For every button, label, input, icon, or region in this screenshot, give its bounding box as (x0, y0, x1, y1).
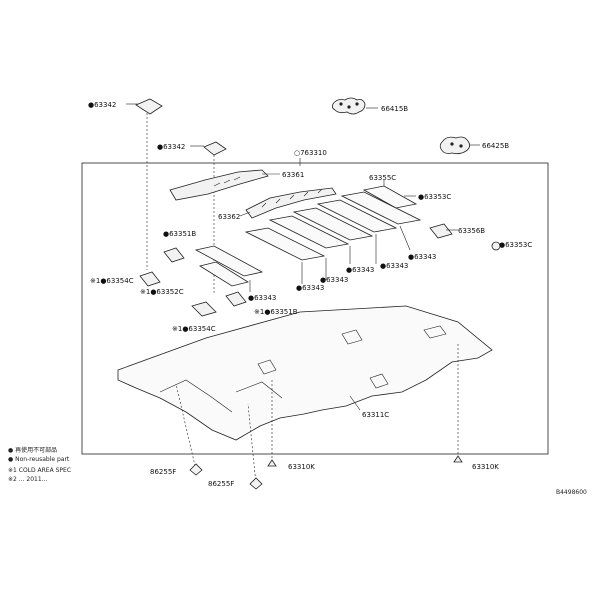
label-63310k-a: 63310K (288, 463, 315, 471)
clip-63354c-a (139, 271, 161, 287)
lead-86255f-a (175, 383, 197, 471)
label-63343-f: ●63343 (248, 294, 276, 302)
label-66415b: 66415B (381, 105, 408, 113)
pad-63355c (362, 185, 418, 209)
clip-63356b (429, 223, 453, 239)
part-63342-top (135, 98, 163, 270)
clip-63351b-b (225, 291, 247, 307)
fastener-86255f-b (249, 477, 263, 490)
legend-line-4: ※2 ... 2011... (8, 476, 47, 483)
part-63361-harness (169, 169, 269, 201)
pad-63343-1 (244, 227, 326, 261)
label-63351b-a: ●63351B (163, 230, 196, 238)
label-63354c-a: ※1●63354C (90, 277, 134, 285)
legend-line-1: ● 再使用不可部品 (8, 446, 57, 454)
legend-line-2: ● Non-reusable part (8, 456, 70, 463)
callout-labels: ●63342 66415B 66425B ●63342 ○763310 6336… (88, 101, 532, 488)
label-66425b: 66425B (482, 142, 509, 150)
clip-63354c-b (191, 301, 217, 317)
label-63343-c: ●63343 (346, 266, 374, 274)
pad-63343-6 (194, 245, 264, 277)
pad-63343-4 (316, 199, 398, 233)
assembly-frame (81, 162, 549, 455)
label-63361: 63361 (282, 171, 304, 179)
fastener-63310k-a (267, 459, 277, 467)
label-63352c: ※1●63352C (140, 288, 184, 296)
clip-63351b-a (163, 247, 185, 263)
pad-63343-3 (292, 207, 374, 241)
legend-line-3: ※1 COLD AREA SPEC (8, 467, 71, 474)
headliner-63311c (117, 305, 493, 441)
figure-id: B4498600 (556, 489, 587, 496)
label-63343-d: ●63343 (320, 276, 348, 284)
pad-63343-2 (268, 215, 350, 249)
label-63355c: 63355C (369, 174, 396, 182)
label-63342-b: ●63342 (157, 143, 185, 151)
fastener-63310k-b (453, 455, 463, 463)
pad-63352c (198, 261, 250, 287)
label-63310: ○763310 (294, 149, 327, 157)
label-86255f-b: 86255F (208, 480, 234, 488)
label-63310k-b: 63310K (472, 463, 499, 471)
label-63311c: 63311C (362, 411, 389, 419)
part-63342-second (203, 141, 227, 294)
label-63353c-b: ●63353C (499, 241, 532, 249)
lead-86255f-b (247, 403, 257, 485)
pad-group (139, 185, 501, 317)
label-63356b: 63356B (458, 227, 485, 235)
part-63362-rail (245, 187, 337, 219)
leader-lines (126, 103, 480, 411)
fastener-86255f-a (189, 463, 203, 476)
label-63342-a: ●63342 (88, 101, 116, 109)
pad-63343-5 (340, 191, 422, 225)
part-66415b (331, 97, 366, 115)
label-63362: 63362 (218, 213, 240, 221)
label-63354c-b: ※1●63354C (172, 325, 216, 333)
label-63343-e: ●63343 (296, 284, 324, 292)
grommet-63353c (491, 241, 501, 251)
label-63343-b: ●63343 (380, 262, 408, 270)
label-63351b-b: ※1●63351B (254, 308, 298, 316)
part-66425b (439, 136, 470, 155)
legend: ● 再使用不可部品 ● Non-reusable part ※1 COLD AR… (8, 446, 71, 483)
label-86255f-a: 86255F (150, 468, 176, 476)
label-63343-a: ●63343 (408, 253, 436, 261)
label-63353c-a: ●63353C (418, 193, 451, 201)
